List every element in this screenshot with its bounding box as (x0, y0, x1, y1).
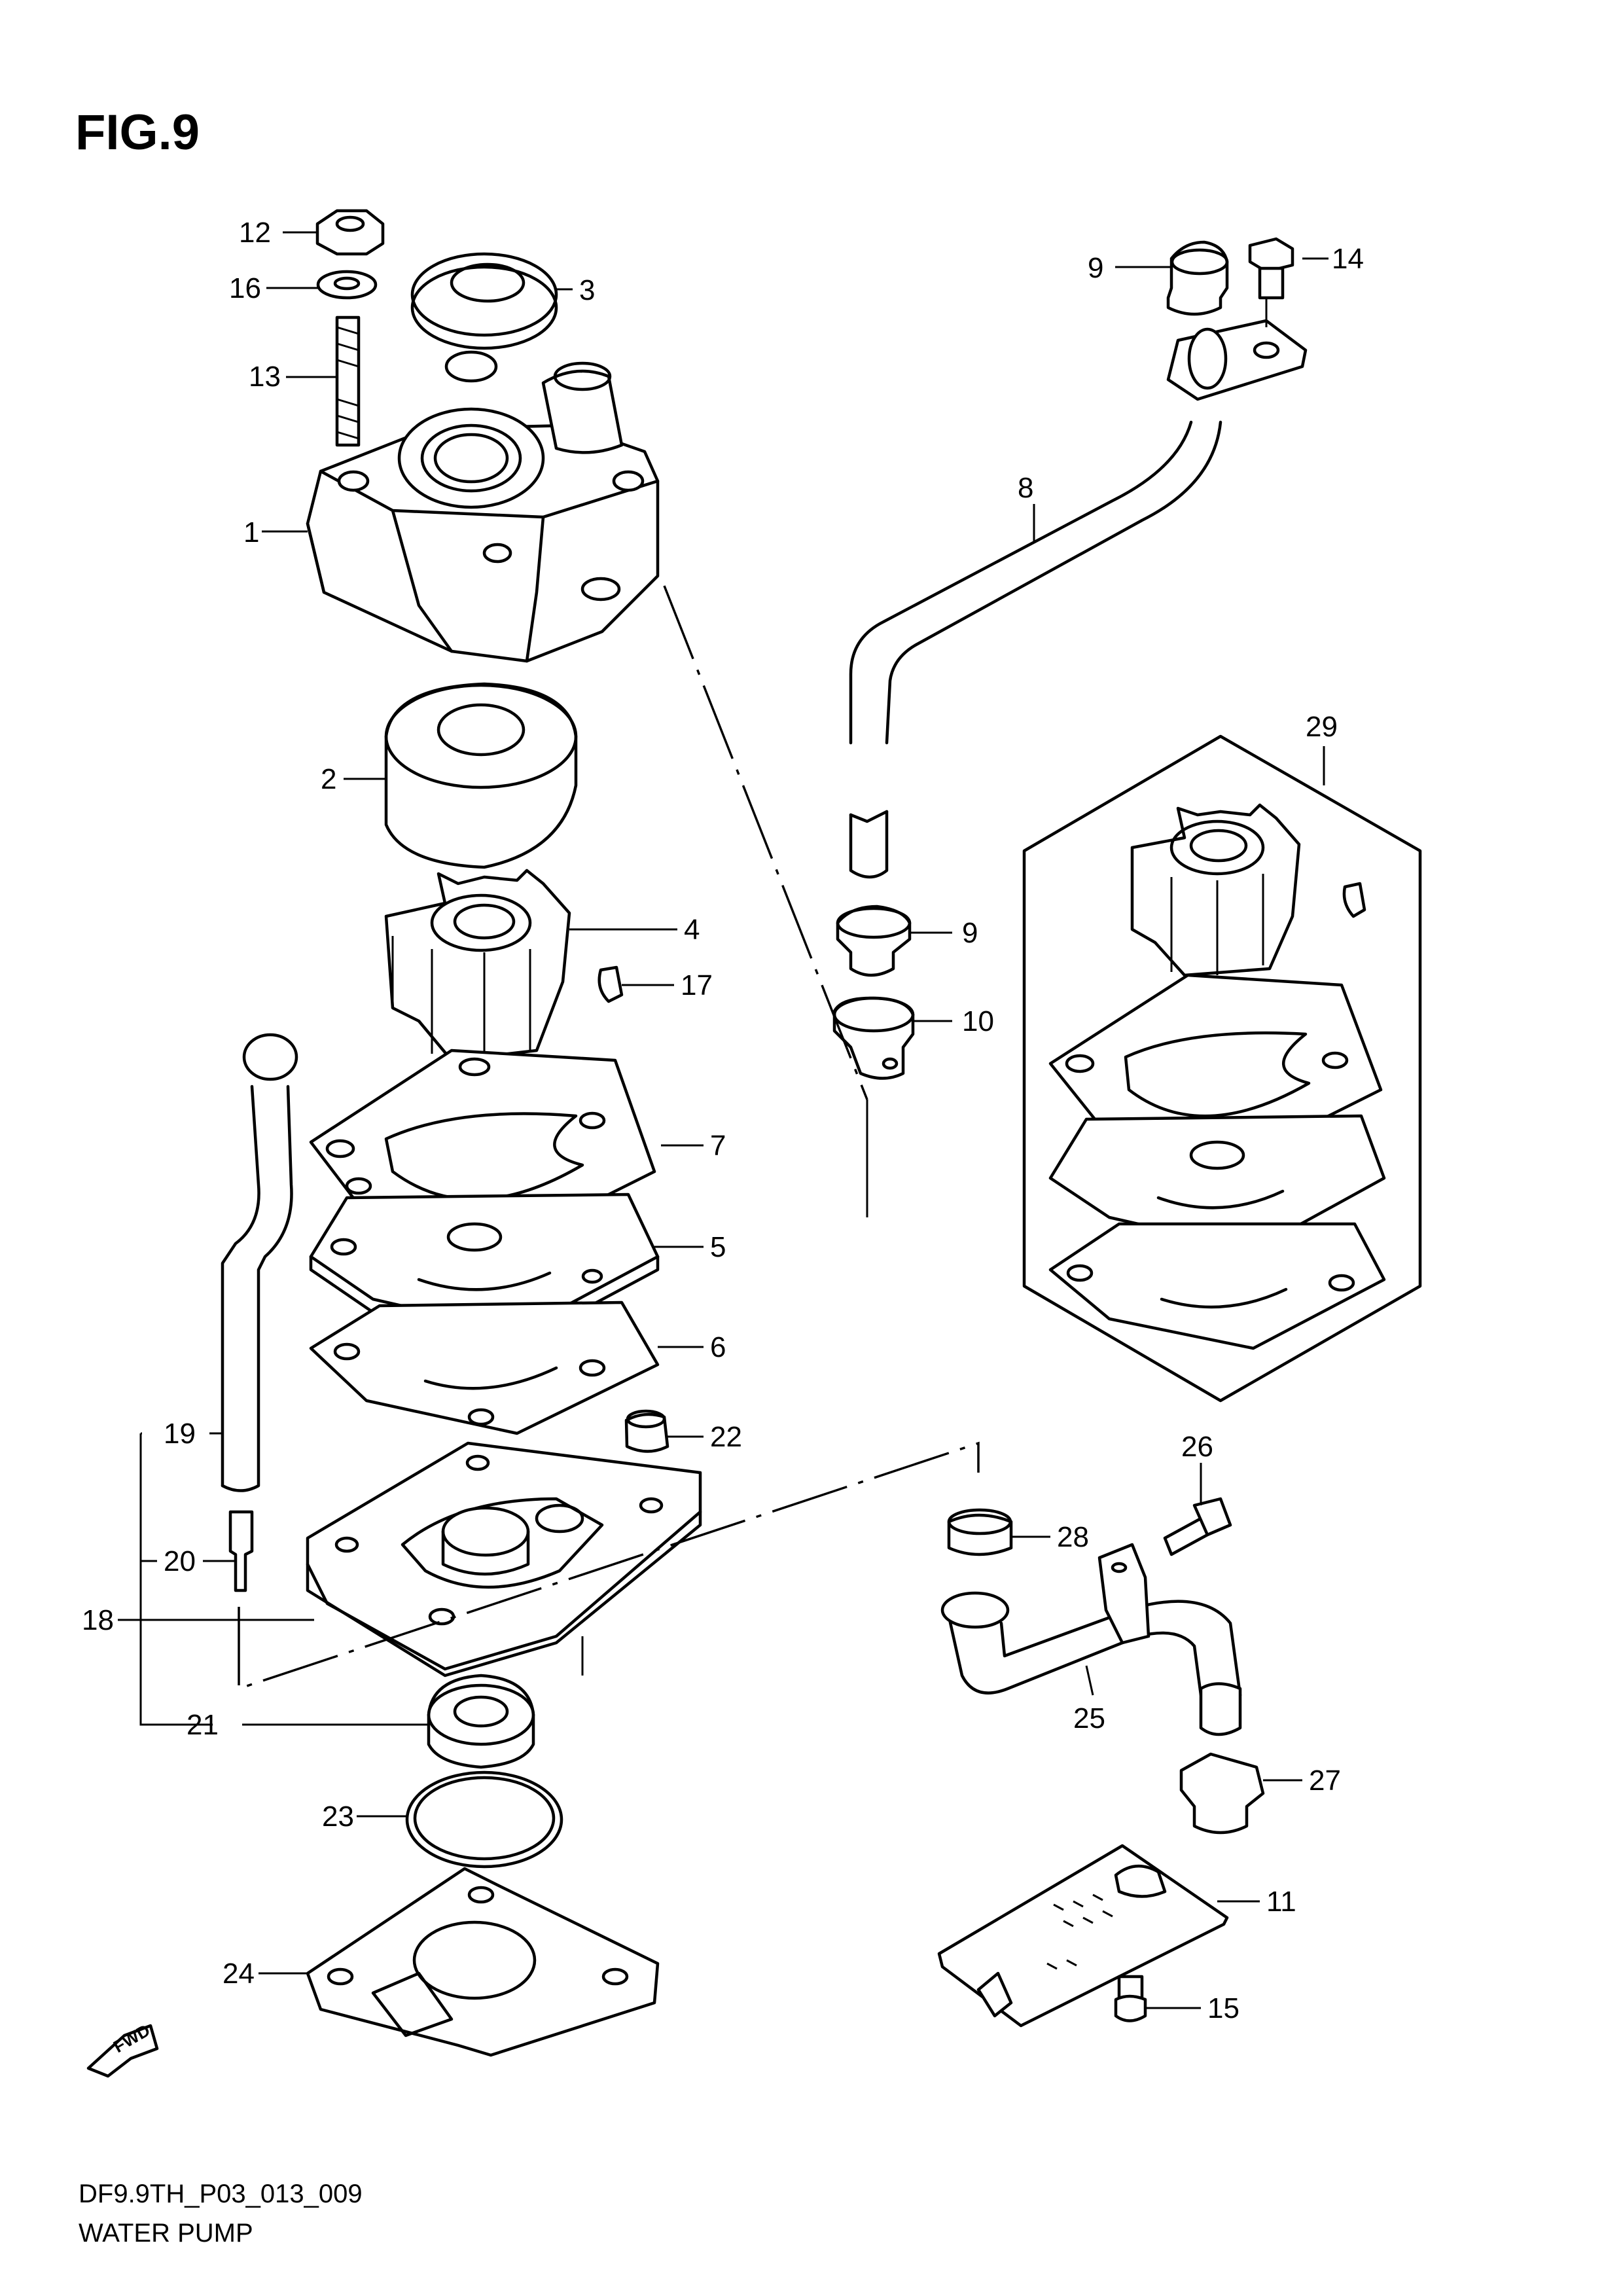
part-17-key (597, 965, 624, 1003)
part-1-pump-case (306, 350, 660, 663)
callout-2: 2 (321, 763, 336, 795)
callout-17: 17 (681, 969, 713, 1001)
part-2-impeller-cover (384, 682, 578, 869)
callout-12: 12 (239, 217, 271, 249)
callout-28: 28 (1057, 1521, 1089, 1553)
callout-20: 20 (164, 1545, 196, 1577)
callout-13: 13 (249, 361, 281, 393)
part-26-bolt (1163, 1497, 1232, 1556)
callout-7: 7 (710, 1130, 726, 1162)
part-11-strainer (937, 1844, 1229, 2028)
part-13-stud (335, 315, 361, 447)
callout-1: 1 (243, 516, 259, 548)
part-9-grommet-upper (1166, 240, 1229, 316)
callout-22: 22 (710, 1421, 742, 1453)
part-19-tube (221, 1033, 298, 1492)
callout-29: 29 (1306, 711, 1338, 743)
assembly-center-lines (238, 585, 980, 1691)
part-20-joint (228, 1510, 254, 1592)
part-28-grommet (947, 1508, 1013, 1556)
callout-24: 24 (223, 1958, 255, 1990)
part-3-seal (410, 252, 558, 350)
part-8-bracket (1166, 319, 1308, 401)
part-22-nut (624, 1409, 669, 1453)
leader-lines (118, 231, 1329, 2009)
part-4-impeller (384, 869, 571, 1062)
part-10-grommet (832, 996, 915, 1080)
callout-19: 19 (164, 1418, 196, 1450)
part-24-gasket (306, 1867, 660, 2057)
callout-27: 27 (1309, 1765, 1341, 1797)
part-6-gasket (309, 1300, 660, 1435)
callout-10: 10 (962, 1005, 994, 1037)
part-21-oil-seal (427, 1674, 535, 1769)
callout-3: 3 (579, 274, 595, 306)
callout-18: 18 (82, 1604, 114, 1636)
part-15-screw (1114, 1975, 1147, 2022)
drawing-name: WATER PUMP (79, 2219, 253, 2248)
callout-5: 5 (710, 1231, 726, 1263)
part-25-pipe (940, 1543, 1242, 1736)
part-14-bolt (1248, 237, 1294, 300)
callout-6: 6 (710, 1331, 726, 1363)
callout-25: 25 (1073, 1702, 1105, 1734)
callout-11: 11 (1266, 1886, 1296, 1918)
callout-26: 26 (1181, 1431, 1213, 1463)
callout-15: 15 (1207, 1992, 1240, 2024)
fwd-arrow-icon: FWD (86, 2020, 159, 2078)
callout-9-lower: 9 (962, 917, 978, 949)
callout-21: 21 (187, 1709, 219, 1741)
part-5-plate (309, 1193, 660, 1347)
callout-labels: 12 16 13 1 3 9 14 8 2 4 17 9 10 29 7 5 6… (82, 217, 1364, 2024)
figure-title: FIG.9 (75, 105, 200, 160)
part-27-plug (1179, 1752, 1265, 1835)
part-12-nut (315, 209, 385, 256)
callout-9-upper: 9 (1088, 252, 1103, 284)
part-18-pump-housing (306, 1441, 702, 1677)
callout-23: 23 (322, 1801, 354, 1833)
callout-4: 4 (684, 914, 700, 946)
callout-8: 8 (1018, 472, 1033, 504)
part-16-washer (316, 270, 378, 300)
part-23-o-ring (405, 1770, 563, 1869)
part-9-grommet-lower (836, 905, 912, 977)
part-29-repair-kit (1022, 734, 1422, 1403)
callout-14: 14 (1332, 243, 1364, 275)
callout-16: 16 (229, 272, 261, 304)
drawing-code: DF9.9TH_P03_013_009 (79, 2179, 363, 2208)
part-8-water-tube (849, 420, 1222, 879)
